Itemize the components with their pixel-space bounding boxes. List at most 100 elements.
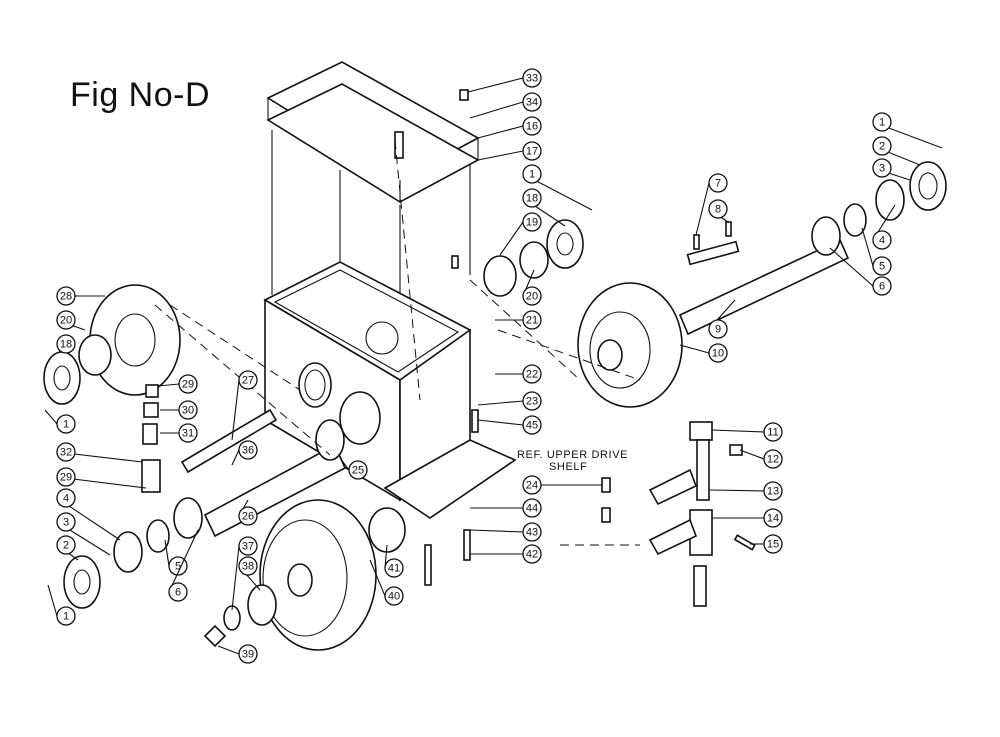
callout-circle [178,400,198,420]
callout-1: 1 [47,584,76,626]
callout-18: 18 [56,334,76,354]
callout-circle [522,212,542,232]
callout-leader [829,247,874,287]
callout-circle [56,414,76,434]
pinion-gear-assembly [451,219,584,297]
callout-28: 28 [56,286,105,306]
callout-circle [763,481,783,501]
callout-circle [522,522,542,542]
callout-label: 9 [715,324,721,336]
callout-label: 1 [879,117,885,129]
callout-circle [522,286,542,306]
callout-label: 5 [879,261,885,273]
gearbox-housing [263,61,517,519]
callout-label: 18 [60,339,72,351]
callout-label: 32 [60,447,72,459]
callout-label: 1 [63,611,69,623]
callout-circle [238,536,258,556]
callout-leader [469,529,524,533]
callout-43: 43 [469,522,542,542]
callout-3: 3 [56,512,111,556]
callout-circle [348,460,368,480]
callout-leader [709,489,765,492]
callout-leader [861,227,874,267]
callout-circle [238,556,258,576]
callout-leader [469,101,524,119]
callout-label: 5 [175,561,181,573]
callout-leader [711,429,765,433]
callout-label: 22 [526,369,538,381]
callout-label: 1 [63,419,69,431]
callout-label: 15 [767,539,779,551]
callout-label: 16 [526,121,538,133]
callout-circle [522,544,542,564]
callout-circle [168,582,188,602]
callout-label: 43 [526,527,538,539]
callout-leader [369,559,386,597]
bearing-set-left-bottom [63,497,203,609]
callout-circle [384,558,404,578]
callout-circle [238,644,258,664]
callout-4: 4 [56,488,121,541]
callout-17: 17 [477,141,542,161]
callout-circle [56,467,76,487]
callout-9: 9 [708,299,736,339]
callout-label: 4 [879,235,885,247]
callout-label: 26 [242,511,254,523]
callout-circle [56,535,76,555]
bearing-left-top [43,334,112,405]
callout-leader [231,379,240,441]
callout-label: 28 [60,291,72,303]
callout-circle [178,374,198,394]
callout-label: 7 [715,178,721,190]
assembly-lines [154,139,641,546]
callout-label: 20 [526,291,538,303]
callout-3: 3 [872,158,911,181]
callout-14: 14 [712,508,783,528]
callout-label: 6 [879,281,885,293]
callout-leader [44,409,58,425]
callout-leader [339,457,350,471]
callout-label: 30 [182,405,194,417]
bolts-center [394,89,479,586]
callout-label: 2 [63,540,69,552]
callout-label: 41 [388,563,400,575]
callout-37: 37 [231,536,258,611]
callout-12: 12 [739,449,783,469]
callout-label: 12 [767,454,779,466]
callout-circle [522,475,542,495]
callout-16: 16 [477,116,542,139]
drive-pulley [203,499,406,651]
callout-leader [477,400,524,406]
callout-label: 14 [767,513,779,525]
callout-label: 45 [526,420,538,432]
callout-29: 29 [157,374,198,394]
callout-label: 4 [63,493,69,505]
callout-13: 13 [709,481,783,501]
callout-6: 6 [829,247,892,296]
callout-21: 21 [495,310,542,330]
callout-leader [477,125,524,139]
callout-circle [708,199,728,219]
callout-circle [872,112,892,132]
reference-note-line-1: REF. UPPER DRIVE [517,449,629,461]
callout-label: 10 [712,348,724,360]
callout-leader [739,449,765,460]
callout-label: 42 [526,549,538,561]
callout-circle [763,449,783,469]
callout-leader [695,182,710,236]
callout-label: 21 [526,315,538,327]
callout-22: 22 [495,364,542,384]
callout-circle [56,442,76,462]
callout-label: 18 [526,193,538,205]
callout-circle [56,512,76,532]
callout-leader [679,344,710,354]
key-and-screws [686,221,740,266]
callout-1: 1 [44,409,76,434]
callout-circle [522,164,542,184]
callout-1: 1 [872,112,943,149]
callout-15: 15 [750,534,783,554]
callout-circle [522,68,542,88]
callout-30: 30 [160,400,198,420]
callout-circle [384,586,404,606]
